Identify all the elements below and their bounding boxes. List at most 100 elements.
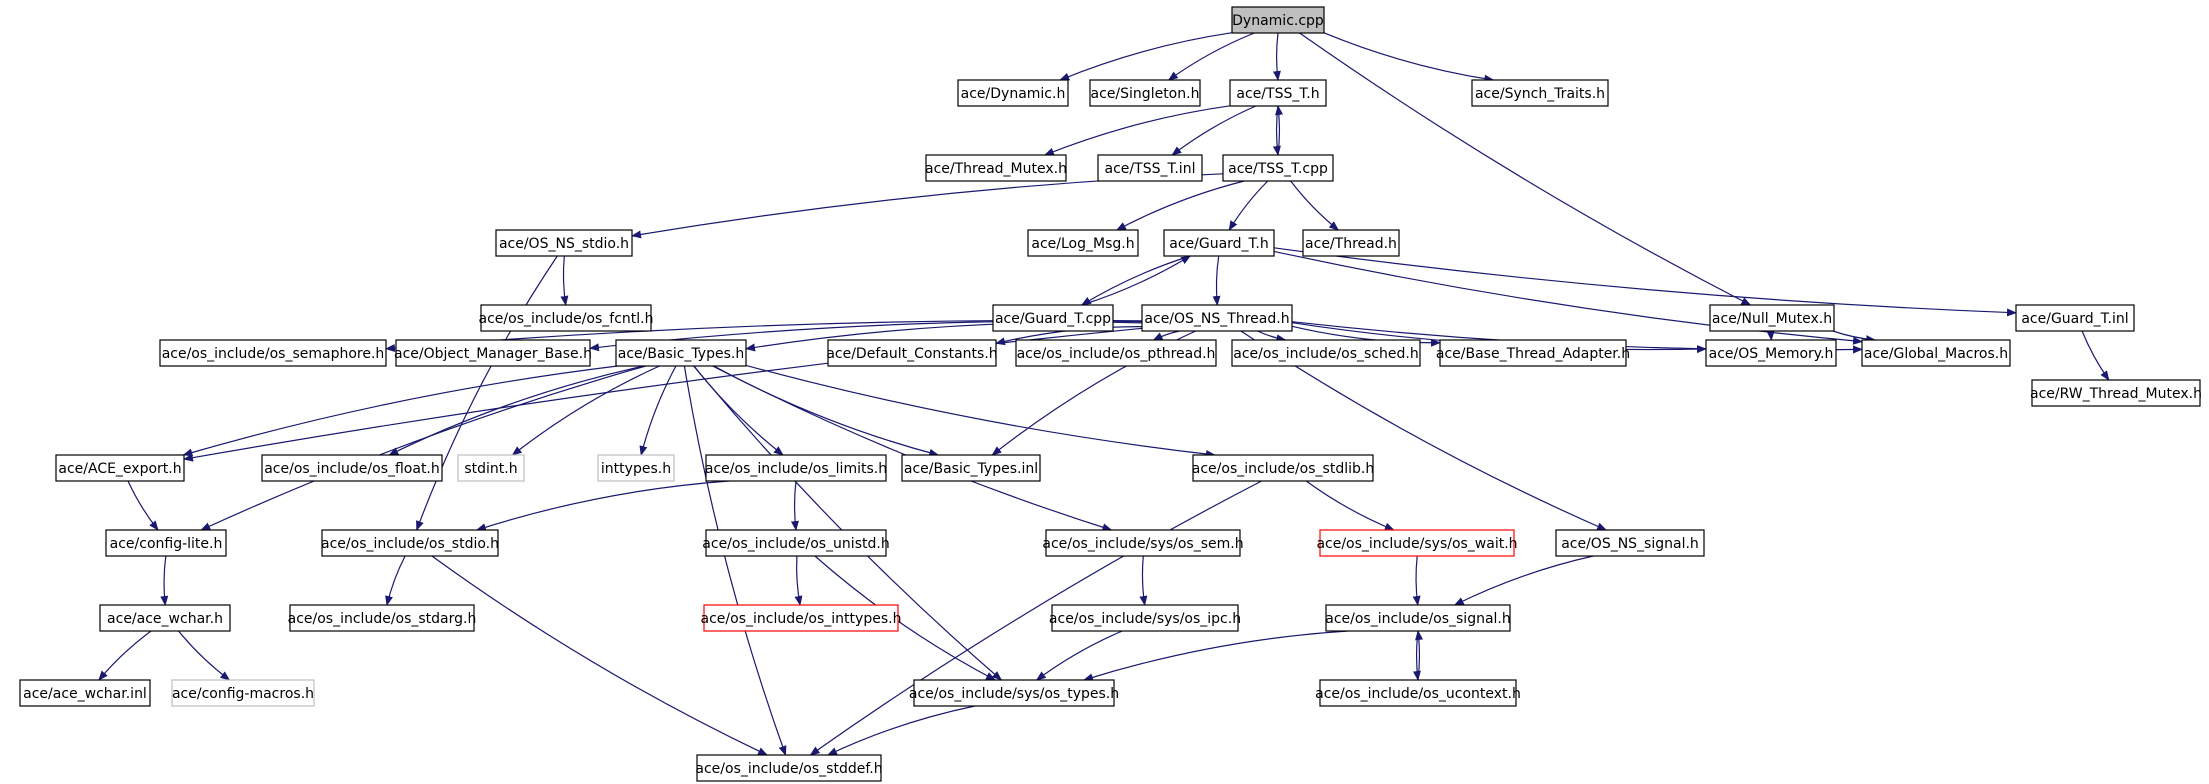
node-os-inttypes-h[interactable]: ace/os_include/os_inttypes.h xyxy=(701,604,902,632)
node-singleton-h[interactable]: ace/Singleton.h xyxy=(1089,79,1201,107)
node-rw-thread-mutex-h[interactable]: ace/RW_Thread_Mutex.h xyxy=(2030,379,2202,407)
node-null-mutex-h[interactable]: ace/Null_Mutex.h xyxy=(1709,304,1835,332)
node-box xyxy=(395,339,591,367)
edge-config_lite_h-to-ace_wchar_h xyxy=(160,555,169,606)
edge-os_ns_stdio_h-to-os_stdio_h xyxy=(416,255,558,531)
node-dynamic-cpp[interactable]: Dynamic.cpp xyxy=(1231,6,1325,34)
edge-dynamic_cpp-to-singleton_h xyxy=(1167,32,1255,81)
node-basic-types-inl[interactable]: ace/Basic_Types.inl xyxy=(901,454,1041,482)
node-label: ace/os_include/os_fcntl.h xyxy=(479,311,654,327)
node-os-memory-h[interactable]: ace/OS_Memory.h xyxy=(1705,339,1837,367)
edge-os_stdlib_h-to-os_wait_h xyxy=(1305,480,1395,531)
node-synch-traits-h[interactable]: ace/Synch_Traits.h xyxy=(1471,79,1609,107)
node-box xyxy=(696,754,882,782)
node-box xyxy=(925,154,1067,182)
node-guard-t-inl[interactable]: ace/Guard_T.inl xyxy=(2015,304,2135,332)
node-basic-types-h[interactable]: ace/Basic_Types.h xyxy=(615,339,747,367)
node-object-manager-base-h[interactable]: ace/Object_Manager_Base.h xyxy=(394,339,592,367)
node-label: ace/TSS_T.cpp xyxy=(1228,161,1328,177)
node-tss-t-h[interactable]: ace/TSS_T.h xyxy=(1229,79,1327,107)
edge-os_stdlib_h-to-os_stddef_h xyxy=(809,480,1262,756)
node-tss-t-cpp[interactable]: ace/TSS_T.cpp xyxy=(1222,154,1334,182)
node-os-fcntl-h[interactable]: ace/os_include/os_fcntl.h xyxy=(479,304,654,332)
node-label: ace/RW_Thread_Mutex.h xyxy=(2030,386,2202,402)
node-label: ace/os_include/os_inttypes.h xyxy=(701,611,902,627)
edge-basic_types_h-to-config_lite_h xyxy=(200,365,646,531)
node-thread-mutex-h[interactable]: ace/Thread_Mutex.h xyxy=(925,154,1067,182)
node-os-pthread-h[interactable]: ace/os_include/os_pthread.h xyxy=(1015,339,1217,367)
node-label: ace/TSS_T.h xyxy=(1236,86,1319,102)
node-label: inttypes.h xyxy=(601,461,671,477)
node-os-types-h[interactable]: ace/os_include/sys/os_types.h xyxy=(909,679,1119,707)
edge-tss_t_cpp-to-thread_h xyxy=(1290,180,1340,231)
edge-basic_types_h-to-os_float_h xyxy=(388,365,644,456)
node-os-limits-h[interactable]: ace/os_include/os_limits.h xyxy=(705,454,887,482)
node-ace-wchar-h[interactable]: ace/ace_wchar.h xyxy=(99,604,231,632)
node-os-semaphore-h[interactable]: ace/os_include/os_semaphore.h xyxy=(159,339,387,367)
node-box xyxy=(1141,304,1293,332)
node-label: ace/os_include/sys/os_sem.h xyxy=(1042,536,1243,552)
node-ace-wchar-inl[interactable]: ace/ace_wchar.inl xyxy=(19,679,151,707)
node-dynamic-h[interactable]: ace/Dynamic.h xyxy=(957,79,1069,107)
edge-ace_wchar_h-to-config_macros_h xyxy=(178,630,231,681)
node-label: ace/Guard_T.inl xyxy=(2021,311,2128,327)
node-os-ipc-h[interactable]: ace/os_include/sys/os_ipc.h xyxy=(1049,604,1241,632)
node-box xyxy=(289,604,475,632)
node-label: ace/Log_Msg.h xyxy=(1031,236,1134,252)
edge-os_limits_h-to-os_stdio_h xyxy=(475,480,730,532)
edge-guard_t_inl-to-rw_thread_mutex_h xyxy=(2081,330,2110,381)
edge-basic_types_h-to-basic_types_inl xyxy=(713,365,940,457)
node-tss-t-inl[interactable]: ace/TSS_T.inl xyxy=(1097,154,1203,182)
node-label: ace/os_include/sys/os_wait.h xyxy=(1316,536,1517,552)
node-box xyxy=(1015,339,1217,367)
node-box xyxy=(597,454,675,482)
node-inttypes-h[interactable]: inttypes.h xyxy=(597,454,675,482)
node-config-macros-h[interactable]: ace/config-macros.h xyxy=(171,679,315,707)
node-stdint-h[interactable]: stdint.h xyxy=(457,454,525,482)
node-os-sem-h[interactable]: ace/os_include/sys/os_sem.h xyxy=(1042,529,1244,557)
node-box xyxy=(901,454,1041,482)
node-default-constants-h[interactable]: ace/Default_Constants.h xyxy=(826,339,998,367)
node-os-ns-thread-h[interactable]: ace/OS_NS_Thread.h xyxy=(1141,304,1293,332)
node-os-ns-signal-h[interactable]: ace/OS_NS_signal.h xyxy=(1555,529,1705,557)
node-os-sched-h[interactable]: ace/os_include/os_sched.h xyxy=(1231,339,1421,367)
node-os-signal-h[interactable]: ace/os_include/os_signal.h xyxy=(1325,604,1511,632)
node-ace-export-h[interactable]: ace/ACE_export.h xyxy=(55,454,185,482)
node-config-lite-h[interactable]: ace/config-lite.h xyxy=(105,529,227,557)
node-log-msg-h[interactable]: ace/Log_Msg.h xyxy=(1027,229,1139,257)
node-label: ace/Object_Manager_Base.h xyxy=(394,346,592,362)
edge-tss_t_cpp-to-tss_t_h xyxy=(1275,105,1284,156)
node-os-unistd-h[interactable]: ace/os_include/os_unistd.h xyxy=(702,529,890,557)
node-label: ace/Guard_T.cpp xyxy=(995,311,1111,327)
node-os-stdlib-h[interactable]: ace/os_include/os_stdlib.h xyxy=(1192,454,1374,482)
node-guard-t-cpp[interactable]: ace/Guard_T.cpp xyxy=(992,304,1114,332)
node-label: ace/os_include/os_semaphore.h xyxy=(162,346,385,362)
node-label: ace/os_include/os_sched.h xyxy=(1233,346,1418,362)
node-label: ace/os_include/sys/os_types.h xyxy=(909,686,1119,702)
edge-os_ucontext_h-to-os_signal_h xyxy=(1415,630,1424,681)
node-os-stdarg-h[interactable]: ace/os_include/os_stdarg.h xyxy=(288,604,477,632)
node-os-float-h[interactable]: ace/os_include/os_float.h xyxy=(261,454,443,482)
node-label: ace/OS_NS_signal.h xyxy=(1561,536,1699,552)
node-box xyxy=(1319,679,1517,707)
node-box xyxy=(457,454,525,482)
node-base-thread-adapter-h[interactable]: ace/Base_Thread_Adapter.h xyxy=(1436,339,1630,367)
node-global-macros-h[interactable]: ace/Global_Macros.h xyxy=(1861,339,2011,367)
node-os-stdio-h[interactable]: ace/os_include/os_stdio.h xyxy=(321,529,499,557)
node-os-stddef-h[interactable]: ace/os_include/os_stddef.h xyxy=(695,754,883,782)
node-label: ace/OS_NS_stdio.h xyxy=(499,236,629,252)
edge-os_ns_thread_h-to-ace_export_h xyxy=(183,327,1143,462)
node-os-wait-h[interactable]: ace/os_include/sys/os_wait.h xyxy=(1316,529,1518,557)
node-thread-h[interactable]: ace/Thread.h xyxy=(1302,229,1400,257)
edge-basic_types_h-to-ace_export_h xyxy=(182,365,618,457)
node-os-ucontext-h[interactable]: ace/os_include/os_ucontext.h xyxy=(1315,679,1521,707)
node-label: ace/os_include/os_unistd.h xyxy=(702,536,889,552)
node-guard-t-h[interactable]: ace/Guard_T.h xyxy=(1163,229,1275,257)
node-label: ace/OS_Memory.h xyxy=(1709,346,1834,362)
node-box xyxy=(261,454,443,482)
node-os-ns-stdio-h[interactable]: ace/OS_NS_stdio.h xyxy=(495,229,633,257)
node-box xyxy=(1555,529,1705,557)
node-box xyxy=(992,304,1114,332)
node-label: ace/Null_Mutex.h xyxy=(1712,311,1832,327)
node-box xyxy=(1319,529,1515,557)
